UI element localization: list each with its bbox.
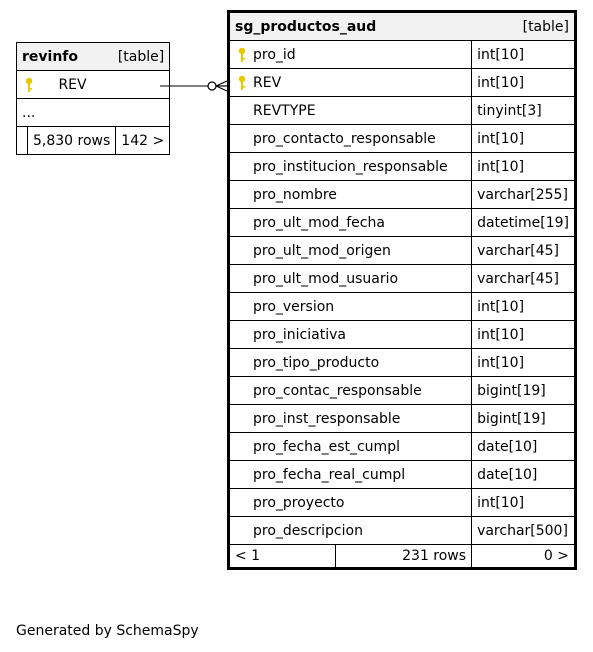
row-count: 5,830 rows xyxy=(26,126,117,155)
crows-foot-lower xyxy=(215,85,228,92)
revinfo-table[interactable]: revinfo [table] REV ... 5,830 rows 142 > xyxy=(15,42,171,155)
column-name: pro_nombre xyxy=(253,186,337,203)
column-type: varchar[45] xyxy=(471,264,576,293)
table-type: [table] xyxy=(117,48,165,65)
ellipsis-row: ... xyxy=(15,98,171,127)
column-row[interactable]: pro_proyecto int[10] xyxy=(227,488,576,517)
generated-by-footer: Generated by SchemaSpy xyxy=(16,623,199,639)
revinfo-header[interactable]: revinfo [table] xyxy=(15,42,171,71)
primary-key-icon xyxy=(235,47,249,63)
crows-foot-upper xyxy=(215,80,228,87)
column-type: int[10] xyxy=(471,488,576,517)
column-name-cell[interactable]: pro_fecha_real_cumpl xyxy=(227,460,473,489)
column-name: pro_contac_responsable xyxy=(253,382,422,399)
sg-productos-aud-header[interactable]: sg_productos_aud [table] xyxy=(228,11,576,41)
column-name: pro_descripcion xyxy=(253,522,363,539)
column-name: pro_iniciativa xyxy=(253,326,346,343)
column-name: pro_proyecto xyxy=(253,494,345,511)
zero-cardinality-mark xyxy=(207,81,217,91)
column-type: varchar[255] xyxy=(471,180,576,209)
sg-productos-aud-table[interactable]: sg_productos_aud [table] pro_id int[10] RE… xyxy=(227,10,577,570)
column-row[interactable]: pro_inst_responsable bigint[19] xyxy=(227,404,576,433)
column-name: pro_tipo_producto xyxy=(253,354,380,371)
column-row[interactable]: pro_tipo_producto int[10] xyxy=(227,348,576,377)
column-row[interactable]: pro_descripcion varchar[500] xyxy=(227,516,576,545)
column-name: REV xyxy=(58,76,87,93)
column-name-cell[interactable]: pro_ult_mod_origen xyxy=(227,236,473,265)
column-type: varchar[45] xyxy=(471,236,576,265)
column-row[interactable]: pro_ult_mod_origen varchar[45] xyxy=(227,236,576,265)
column-name-cell[interactable]: pro_inst_responsable xyxy=(227,404,473,433)
column-name-cell[interactable]: pro_nombre xyxy=(227,180,473,209)
parents-link[interactable]: < 1 xyxy=(228,544,336,569)
column-name: pro_contacto_responsable xyxy=(253,130,436,147)
column-row[interactable]: pro_nombre varchar[255] xyxy=(227,180,576,209)
column-name: pro_ult_mod_origen xyxy=(253,242,391,259)
column-name: pro_id xyxy=(253,46,296,63)
column-type: datetime[19] xyxy=(471,208,576,237)
column-type: date[10] xyxy=(471,432,576,461)
table-name: sg_productos_aud xyxy=(235,18,377,35)
column-name: pro_version xyxy=(253,298,335,315)
column-name: pro_fecha_est_cumpl xyxy=(253,438,400,455)
column-name-cell[interactable]: pro_iniciativa xyxy=(227,320,473,349)
column-name-cell[interactable]: pro_contac_responsable xyxy=(227,376,473,405)
column-name-cell[interactable]: pro_ult_mod_usuario xyxy=(227,264,473,293)
column-type: int[10] xyxy=(471,124,576,153)
column-name: pro_ult_mod_fecha xyxy=(253,214,385,231)
column-name-cell[interactable]: pro_fecha_est_cumpl xyxy=(227,432,473,461)
children-link[interactable]: 0 > xyxy=(471,544,576,569)
column-row[interactable]: pro_fecha_est_cumpl date[10] xyxy=(227,432,576,461)
primary-key-icon xyxy=(22,77,36,93)
column-name-cell[interactable]: pro_proyecto xyxy=(227,488,473,517)
column-type: varchar[500] xyxy=(471,516,576,545)
row-count: 231 rows xyxy=(334,544,473,569)
column-type: bigint[19] xyxy=(471,404,576,433)
column-name: pro_inst_responsable xyxy=(253,410,401,427)
column-type: int[10] xyxy=(471,152,576,181)
column-name-cell[interactable]: pro_contacto_responsable xyxy=(227,124,473,153)
column-row[interactable]: pro_institucion_responsable int[10] xyxy=(227,152,576,181)
column-type: int[10] xyxy=(471,292,576,321)
column-name: pro_institucion_responsable xyxy=(253,158,448,175)
children-link[interactable]: 142 > xyxy=(115,126,171,155)
column-row[interactable]: pro_ult_mod_fecha datetime[19] xyxy=(227,208,576,237)
column-name-cell[interactable]: pro_descripcion xyxy=(227,516,473,545)
primary-key-icon xyxy=(235,75,249,91)
column-type: date[10] xyxy=(471,460,576,489)
column-type: int[10] xyxy=(471,348,576,377)
column-row[interactable]: pro_version int[10] xyxy=(227,292,576,321)
column-row[interactable]: pro_ult_mod_usuario varchar[45] xyxy=(227,264,576,293)
column-rev[interactable]: REV xyxy=(15,70,171,99)
column-name: REVTYPE xyxy=(253,102,316,119)
table-type: [table] xyxy=(522,18,569,35)
column-name: pro_fecha_real_cumpl xyxy=(253,466,406,483)
column-name: REV xyxy=(253,74,282,91)
column-name: pro_ult_mod_usuario xyxy=(253,270,399,287)
column-name-cell[interactable]: pro_institucion_responsable xyxy=(227,152,473,181)
column-name-cell[interactable]: pro_ult_mod_fecha xyxy=(227,208,473,237)
column-type: int[10] xyxy=(471,40,576,69)
table-name: revinfo xyxy=(22,48,78,65)
column-row[interactable]: pro_contacto_responsable int[10] xyxy=(227,124,576,153)
column-row[interactable]: pro_fecha_real_cumpl date[10] xyxy=(227,460,576,489)
